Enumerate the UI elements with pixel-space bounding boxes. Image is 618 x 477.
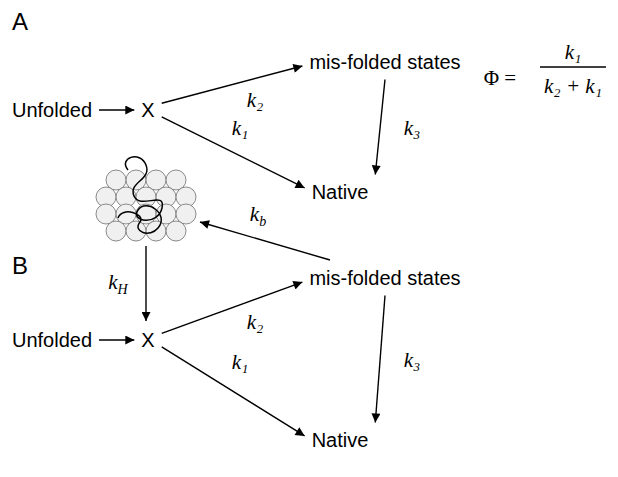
formula-denominator: k₂ + k₁ bbox=[544, 74, 602, 99]
rate-constant: k₂ bbox=[247, 310, 264, 335]
state-label: mis-folded states bbox=[306, 49, 463, 76]
reaction-arrow bbox=[99, 339, 134, 340]
state-name: mis-folded states bbox=[309, 51, 460, 74]
rate-constant: k₂ bbox=[247, 88, 264, 113]
rate-constant: k₃ bbox=[404, 116, 421, 141]
reaction-arrow bbox=[162, 347, 305, 436]
release-arrow bbox=[145, 246, 146, 321]
rate-constant: k₁ bbox=[232, 116, 249, 141]
state-label: Unfolded bbox=[9, 327, 95, 354]
state-label: Native bbox=[309, 427, 372, 454]
rate-constant: kH bbox=[108, 270, 127, 298]
state-name: X bbox=[141, 329, 154, 352]
state-name: Unfolded bbox=[12, 329, 92, 352]
fraction-bar bbox=[540, 66, 606, 67]
state-name: X bbox=[141, 99, 154, 122]
reaction-arrow bbox=[375, 296, 385, 423]
state-name: Native bbox=[312, 181, 369, 204]
state-label: mis-folded states bbox=[306, 265, 463, 292]
rate-constant: k₃ bbox=[404, 348, 421, 373]
reaction-arrow bbox=[162, 282, 303, 333]
panel-letter: B bbox=[12, 252, 28, 280]
state-label: Native bbox=[309, 179, 372, 206]
reaction-arrow bbox=[375, 80, 385, 175]
panel-letter: A bbox=[12, 8, 28, 36]
state-label: X bbox=[138, 97, 157, 124]
reaction-arrow bbox=[162, 66, 303, 103]
state-name: Native bbox=[312, 429, 369, 452]
state-name: mis-folded states bbox=[309, 267, 460, 290]
formula-numerator: k₁ bbox=[565, 40, 582, 65]
rate-constant: k₁ bbox=[232, 350, 249, 375]
state-name: Unfolded bbox=[12, 99, 92, 122]
protein-chain bbox=[118, 157, 162, 233]
state-label: X bbox=[138, 327, 157, 354]
formula-lhs: Φ = bbox=[484, 66, 516, 91]
rate-constant: kb bbox=[250, 202, 266, 230]
state-label: Unfolded bbox=[9, 97, 95, 124]
reaction-arrow bbox=[99, 109, 134, 110]
